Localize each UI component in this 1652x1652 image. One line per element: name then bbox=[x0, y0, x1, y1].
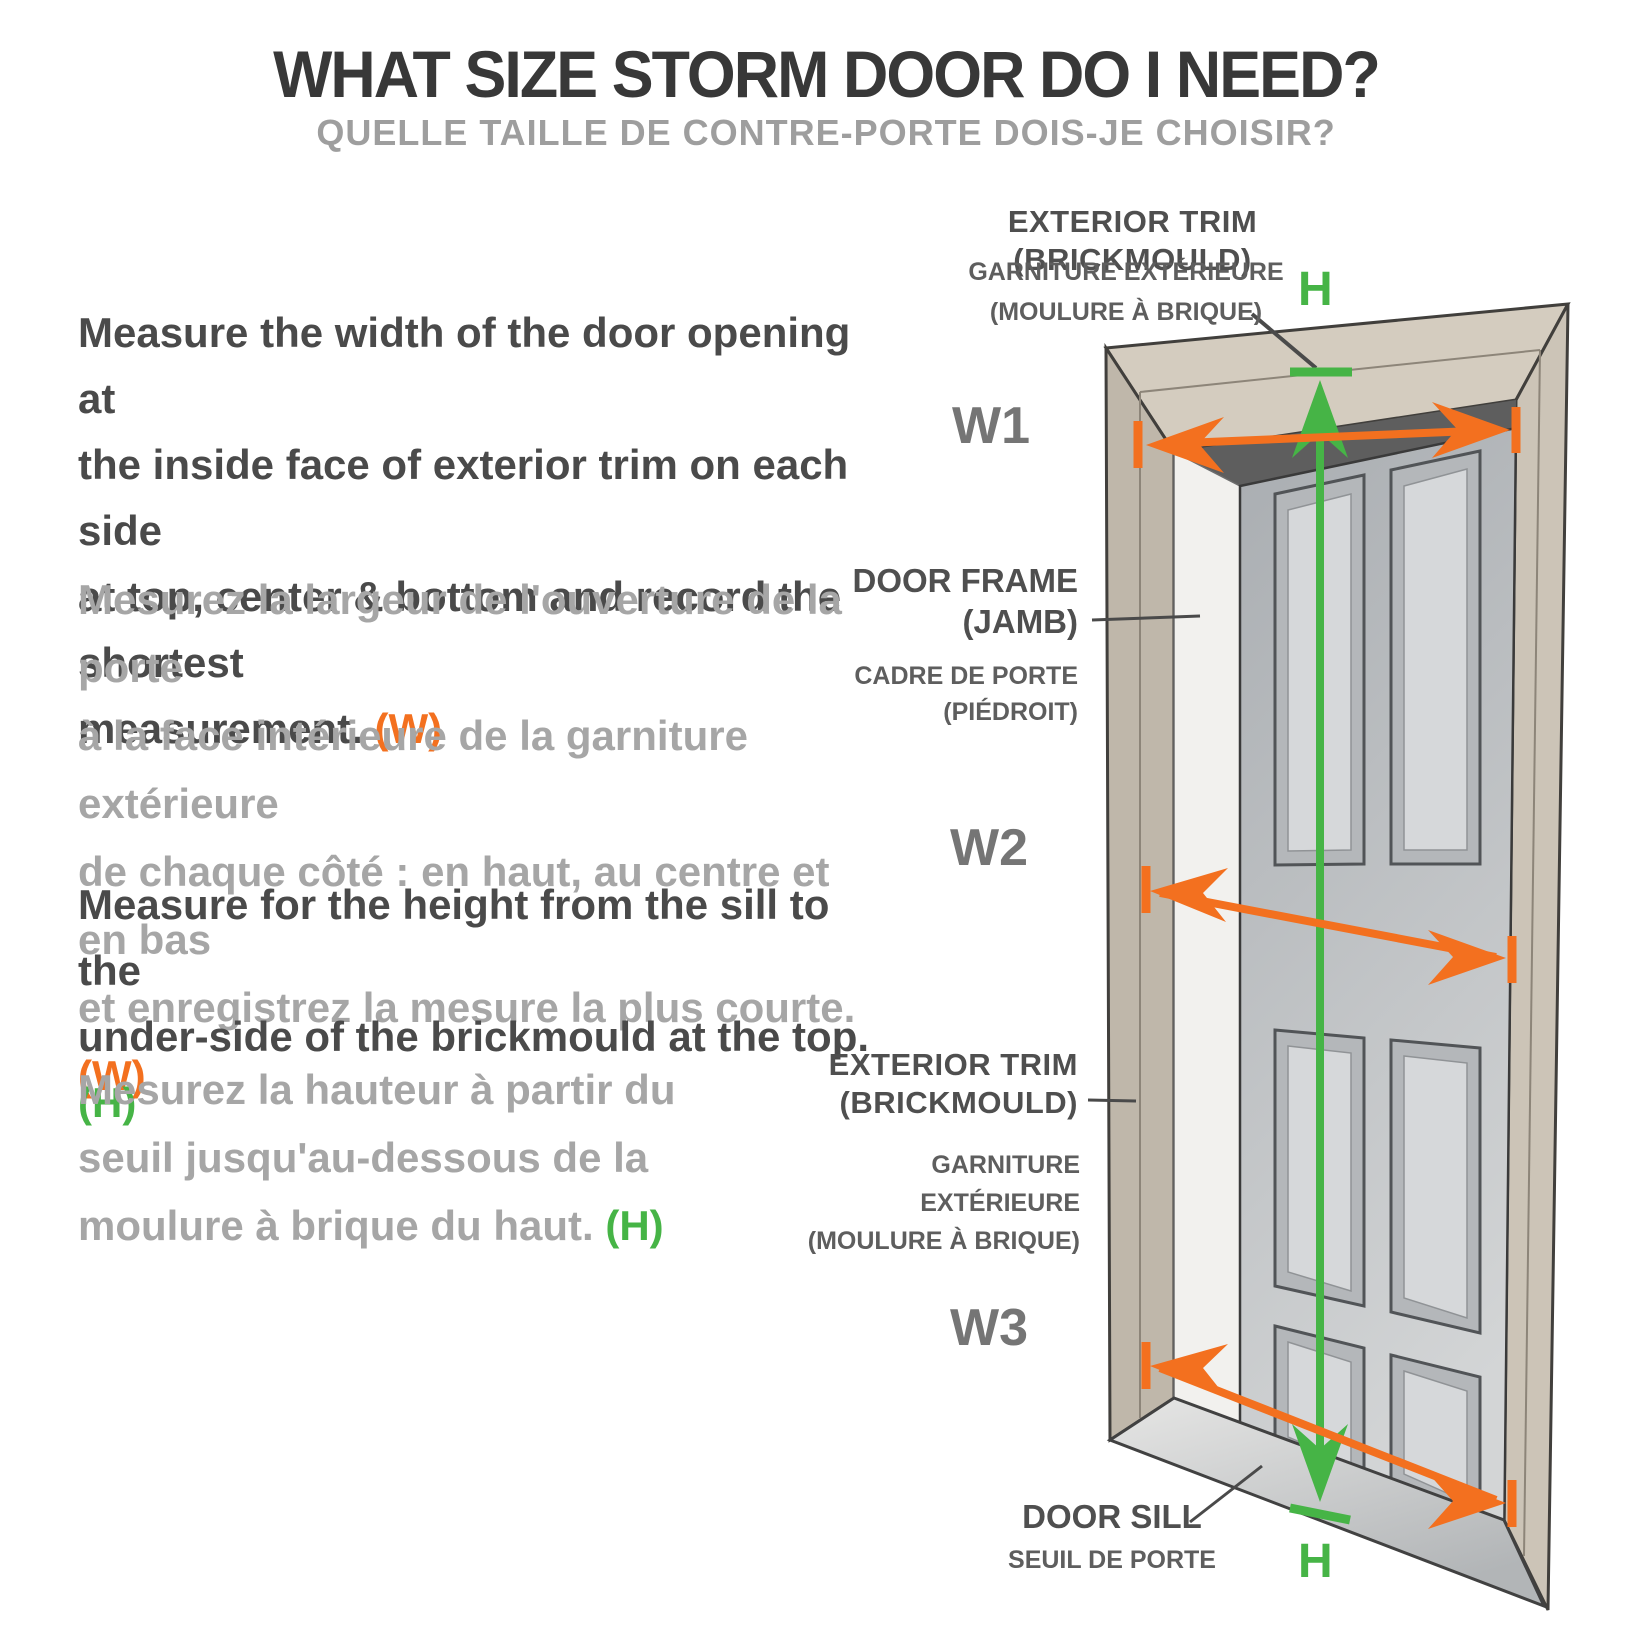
label-w1: W1 bbox=[952, 397, 1030, 455]
label-side-trim-en-line1: EXTERIOR TRIM bbox=[828, 1047, 1078, 1082]
label-door-frame-en: DOOR FRAME (JAMB) bbox=[820, 560, 1079, 642]
label-door-sill-fr: SEUIL DE PORTE bbox=[1008, 1546, 1216, 1574]
label-door-frame-en-line1: DOOR FRAME bbox=[852, 562, 1079, 599]
w2-arrow bbox=[1141, 866, 1517, 985]
instruction-width-fr: Mesurez la largeur de l'ouverture de la … bbox=[78, 566, 878, 1110]
width-marker-fr: (W) bbox=[78, 1052, 146, 1099]
door-panel-middle-right bbox=[1389, 1038, 1482, 1335]
label-side-trim-en: EXTERIOR TRIM (BRICKMOULD) bbox=[810, 1046, 1078, 1122]
label-top-trim-fr-line2: (MOULURE À BRIQUE) bbox=[989, 298, 1263, 326]
label-door-frame-fr-line2: (PIÉDROIT) bbox=[943, 698, 1078, 726]
moulding-profile-right bbox=[1523, 349, 1541, 1557]
label-top-trim-en: EXTERIOR TRIM (BRICKMOULD) bbox=[1007, 204, 1258, 277]
label-h-top: H bbox=[1298, 263, 1333, 316]
page-title: WHAT SIZE STORM DOOR DO I NEED? bbox=[273, 37, 1381, 111]
instruction-height-en-text: Measure for the height from the sill to … bbox=[78, 881, 870, 1060]
door-sill bbox=[1106, 1396, 1547, 1609]
page-subtitle: QUELLE TAILLE DE CONTRE-PORTE DOIS-JE CH… bbox=[316, 112, 1336, 153]
label-h-bottom: H bbox=[1298, 1535, 1333, 1588]
instruction-height-en: Measure for the height from the sill to … bbox=[78, 872, 878, 1136]
label-w3: W3 bbox=[950, 1299, 1028, 1357]
label-door-frame-fr: CADRE DE PORTE (PIÉDROIT) bbox=[820, 658, 1078, 730]
label-side-trim-en-line2: (BRICKMOULD) bbox=[839, 1085, 1078, 1120]
door-panel-bottom-right bbox=[1389, 1353, 1482, 1520]
w1-arrow bbox=[1133, 402, 1521, 473]
label-door-frame-fr-line1: CADRE DE PORTE bbox=[854, 662, 1078, 690]
leader-top-trim bbox=[1250, 312, 1318, 370]
instruction-height-fr: Mesurez la hauteur à partir du seuil jus… bbox=[78, 1056, 878, 1260]
label-door-sill-en: DOOR SILL bbox=[1022, 1498, 1202, 1535]
instruction-width-fr-text: Mesurez la largeur de l'ouverture de la … bbox=[78, 576, 856, 1031]
instruction-width-en-text: Measure the width of the door opening at… bbox=[78, 309, 851, 752]
leader-side-trim bbox=[1087, 1098, 1137, 1103]
instruction-width-en: Measure the width of the door opening at… bbox=[78, 300, 878, 762]
label-side-trim-fr-line2: (MOULURE À BRIQUE) bbox=[807, 1227, 1080, 1255]
label-top-trim-fr-line1: GARNITURE EXTÉRIEURE bbox=[968, 258, 1284, 286]
label-top-trim-fr: GARNITURE EXTÉRIEURE (MOULURE À BRIQUE) bbox=[935, 252, 1317, 332]
leader-door-sill bbox=[1189, 1464, 1263, 1524]
label-door-frame-en-line2: (JAMB) bbox=[962, 603, 1078, 640]
label-w2: W2 bbox=[950, 819, 1028, 877]
leader-door-frame bbox=[1091, 614, 1201, 622]
w3-arrow bbox=[1141, 1342, 1517, 1529]
label-side-trim-fr-line1: GARNITURE EXTÉRIEURE bbox=[920, 1151, 1080, 1217]
width-marker-en: (W) bbox=[374, 705, 443, 752]
height-marker-fr: (H) bbox=[605, 1202, 664, 1249]
door-jamb bbox=[1173, 450, 1241, 1424]
height-marker-en: (H) bbox=[78, 1079, 137, 1126]
label-side-trim-fr: GARNITURE EXTÉRIEURE (MOULURE À BRIQUE) bbox=[788, 1146, 1080, 1260]
door-panel-top-right bbox=[1389, 449, 1482, 866]
instruction-height-fr-text: Mesurez la hauteur à partir du seuil jus… bbox=[78, 1066, 676, 1249]
